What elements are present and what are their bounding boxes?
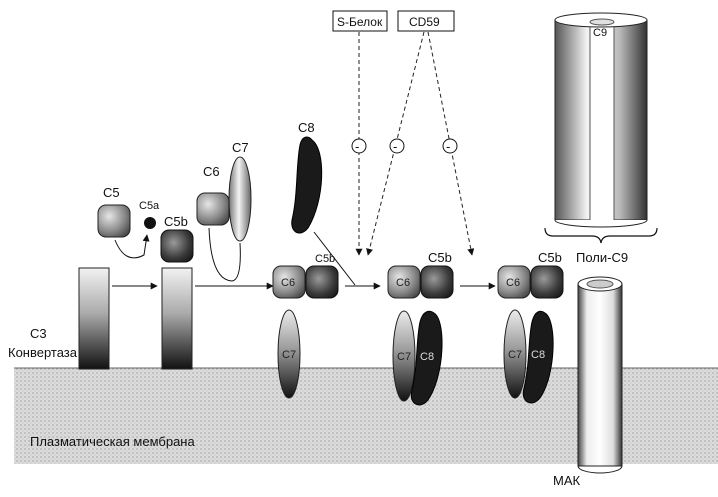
c6-label-2: C6 [396, 277, 410, 289]
c6-label-1: C6 [281, 277, 295, 289]
c5b-label-1: C5b [164, 214, 188, 229]
c5b-block-4 [530, 265, 564, 299]
c6-block-3 [497, 265, 531, 299]
mac-label: МАК [553, 473, 581, 488]
c8-label-2: C8 [420, 351, 434, 363]
c8-shape-2 [410, 310, 443, 406]
poly-c9-top-inner [589, 18, 615, 26]
c5b-block-1 [160, 229, 194, 263]
c7-oval-2 [392, 310, 416, 402]
c6-block-2 [387, 265, 421, 299]
c5b-block-2 [305, 265, 339, 299]
c6-block-free [196, 192, 230, 226]
convertase-label: Конвертаза [8, 345, 78, 360]
mac-pore-cylinder [577, 283, 623, 467]
c7-label-2: C7 [397, 351, 411, 363]
arrow-c5-to-c5a [114, 234, 150, 259]
c7-label-3: C7 [508, 349, 522, 361]
mac-pore-opening [586, 279, 614, 289]
cd59-label: CD59 [409, 15, 440, 29]
c5-label: C5 [103, 185, 120, 200]
inhibit-circle-2 [389, 138, 405, 154]
c8-shape-free [291, 136, 323, 234]
poly-c9-brace [544, 227, 658, 244]
s-protein-label: S-Белок [337, 15, 383, 29]
membrane-label: Плазматическая мембрана [30, 434, 195, 449]
s-protein-box [332, 10, 388, 32]
c8-shape-3 [522, 310, 554, 404]
inhibit-sign-3: - [446, 139, 450, 154]
c7-label-1: C7 [282, 349, 296, 361]
arrow-c6c7-curves [208, 227, 241, 282]
c5a-dot [144, 217, 156, 229]
inhibit-circle-3 [442, 138, 458, 154]
inhibit-sign-2: - [393, 139, 397, 154]
c5a-label: C5a [139, 200, 160, 212]
c6-label-3: C6 [506, 277, 520, 289]
c7-label-free: C7 [232, 140, 249, 155]
c5-block [97, 204, 131, 238]
poly-c9-lumen [589, 25, 615, 225]
c5b-label-4: C5b [538, 250, 562, 265]
c8-label-3: C8 [531, 349, 545, 361]
c3-label: C3 [30, 326, 47, 341]
c8-label-free: C8 [298, 120, 315, 135]
mac-pore-bottom [577, 465, 623, 474]
cd59-box [397, 10, 455, 32]
c7-oval-free [228, 156, 252, 242]
c7-oval-1 [277, 309, 301, 399]
c5b-label-2: C5b [315, 253, 335, 265]
c3-convertase-bar-1 [78, 267, 110, 370]
inhibit-sign-1: - [355, 139, 359, 154]
c6-label-free: C6 [203, 164, 220, 179]
c5b-block-3 [420, 265, 454, 299]
c5b-label-3: C5b [428, 250, 452, 265]
poly-c9-label: Поли-С9 [576, 250, 628, 265]
arrow-c8-to-complex [313, 231, 356, 286]
inhibit-circle-1 [351, 138, 367, 154]
c7-oval-3 [503, 309, 527, 399]
c9-in-pore-label: С9 [593, 27, 607, 39]
c3-convertase-bar-2 [161, 267, 193, 370]
c6-block-1 [272, 265, 306, 299]
poly-c9-bottom [554, 219, 648, 228]
